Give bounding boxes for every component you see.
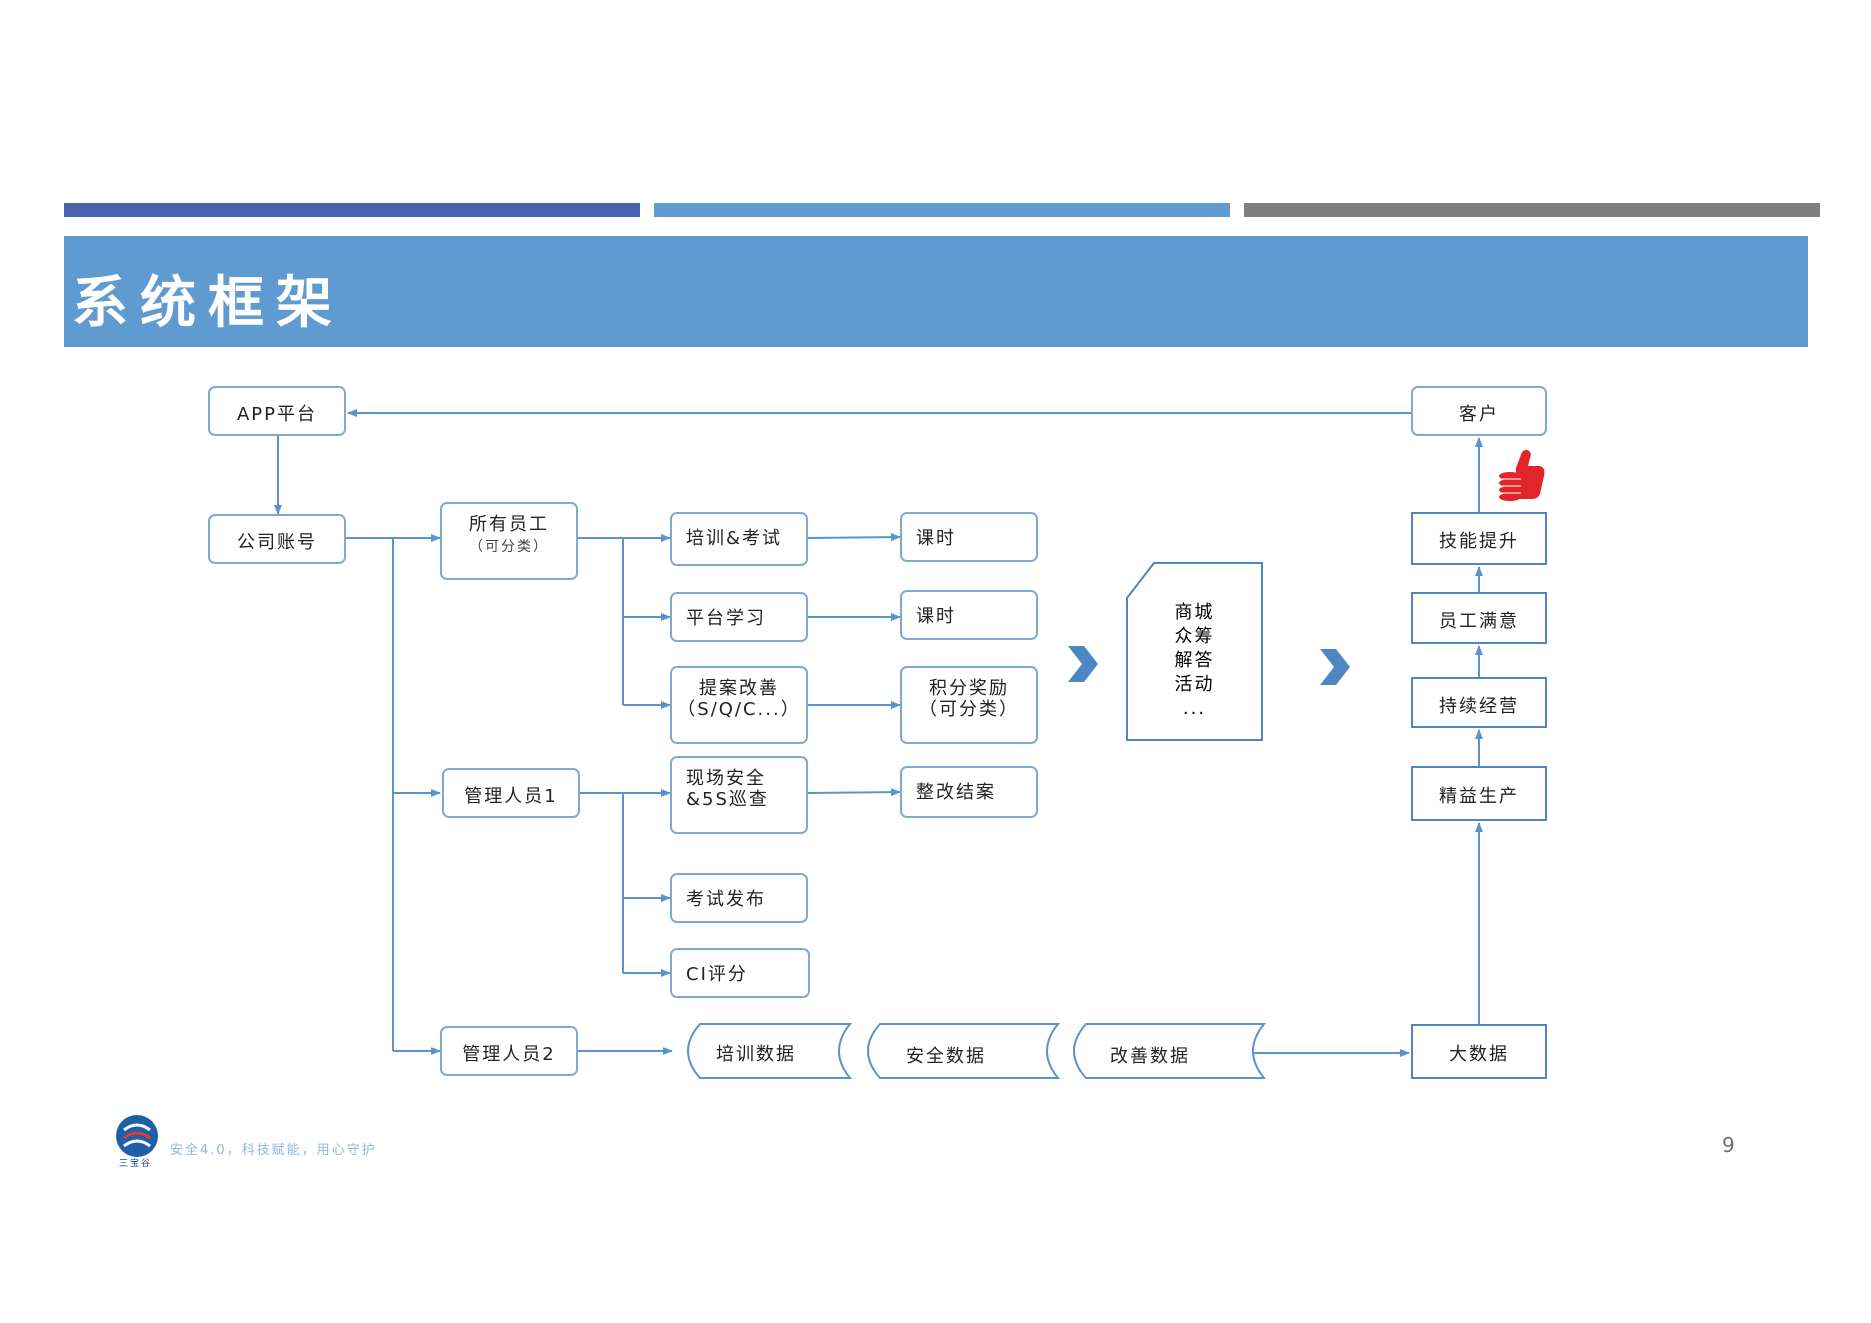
mall-line: 商城 — [1174, 602, 1215, 623]
all-staff-label: 所有员工 — [469, 514, 549, 535]
site-safety-label-2: &5S巡查 — [686, 789, 769, 810]
title-band — [64, 236, 1808, 347]
points-reward-sub: （可分类） — [919, 699, 1019, 720]
train-exam-label: 培训&考试 — [686, 528, 783, 549]
mall-line: 解答 — [1174, 650, 1215, 671]
mall-doc: 商城众筹解答活动... — [1127, 563, 1262, 740]
points-reward-box: 积分奖励 （可分类） — [900, 666, 1038, 744]
skill-up-box: 技能提升 — [1411, 512, 1547, 565]
lean-label: 精益生产 — [1439, 786, 1519, 807]
customer-box: 客户 — [1411, 386, 1547, 436]
hours-box-1: 课时 — [900, 512, 1038, 562]
logo-subtext: 三宝谷 — [119, 1159, 153, 1169]
app-platform-label: APP平台 — [236, 404, 318, 425]
ci-score-label: CI评分 — [686, 964, 748, 985]
rectify-close-label: 整改结案 — [916, 782, 996, 803]
app-platform-box: APP平台 — [208, 386, 346, 436]
chevron-right-icon — [1320, 649, 1350, 685]
chevron-right-icon — [1068, 646, 1098, 682]
page-number: 9 — [1722, 1133, 1735, 1157]
improve-data-label: 改善数据 — [1110, 1046, 1190, 1067]
exam-publish-label: 考试发布 — [686, 889, 766, 910]
skill-up-label: 技能提升 — [1439, 531, 1519, 552]
proposal-label: 提案改善 — [699, 678, 779, 699]
hours-label-2: 课时 — [916, 606, 956, 627]
hours-box-2: 课时 — [900, 590, 1038, 640]
proposal-box: 提案改善 （S/Q/C...） — [670, 666, 808, 744]
train-data-label: 培训数据 — [716, 1044, 796, 1065]
all-staff-sub: （可分类） — [469, 539, 549, 555]
ci-score-box: CI评分 — [670, 948, 810, 998]
mall-line: 活动 — [1174, 674, 1215, 695]
customer-label: 客户 — [1459, 404, 1499, 425]
all-staff-box: 所有员工 （可分类） — [440, 502, 578, 580]
page-title: 系统框架 — [72, 271, 344, 336]
sustain-label: 持续经营 — [1439, 696, 1519, 717]
header-bar-1 — [64, 203, 640, 217]
big-data-label: 大数据 — [1449, 1044, 1509, 1065]
points-reward-label: 积分奖励 — [929, 678, 1009, 699]
site-safety-label-1: 现场安全 — [686, 768, 766, 789]
lean-box: 精益生产 — [1411, 766, 1547, 821]
manager2-box: 管理人员2 — [440, 1026, 578, 1076]
big-data-box: 大数据 — [1411, 1024, 1547, 1079]
platform-learn-label: 平台学习 — [686, 608, 766, 629]
company-account-label: 公司账号 — [237, 532, 317, 553]
manager2-label: 管理人员2 — [462, 1044, 556, 1065]
hours-label-1: 课时 — [916, 528, 956, 549]
company-account-box: 公司账号 — [208, 514, 346, 564]
train-exam-box: 培训&考试 — [670, 512, 808, 566]
mall-line: 众筹 — [1174, 626, 1215, 647]
mall-line: ... — [1182, 698, 1207, 719]
manager1-box: 管理人员1 — [442, 768, 580, 818]
exam-publish-box: 考试发布 — [670, 873, 808, 923]
platform-learn-box: 平台学习 — [670, 592, 808, 642]
header-bar-3 — [1244, 203, 1820, 217]
sustain-box: 持续经营 — [1411, 677, 1547, 728]
site-safety-box: 现场安全 &5S巡查 — [670, 756, 808, 834]
proposal-sub: （S/Q/C...） — [677, 699, 801, 720]
staff-satisfied-label: 员工满意 — [1439, 611, 1519, 632]
safety-data-label: 安全数据 — [906, 1046, 986, 1067]
manager1-label: 管理人员1 — [464, 786, 558, 807]
staff-satisfied-box: 员工满意 — [1411, 592, 1547, 644]
footer-slogan: 安全4.0，科技赋能，用心守护 — [170, 1143, 377, 1158]
header-bar-2 — [654, 203, 1230, 217]
mall-lines: 商城众筹解答活动... — [1127, 601, 1262, 721]
rectify-close-box: 整改结案 — [900, 766, 1038, 818]
